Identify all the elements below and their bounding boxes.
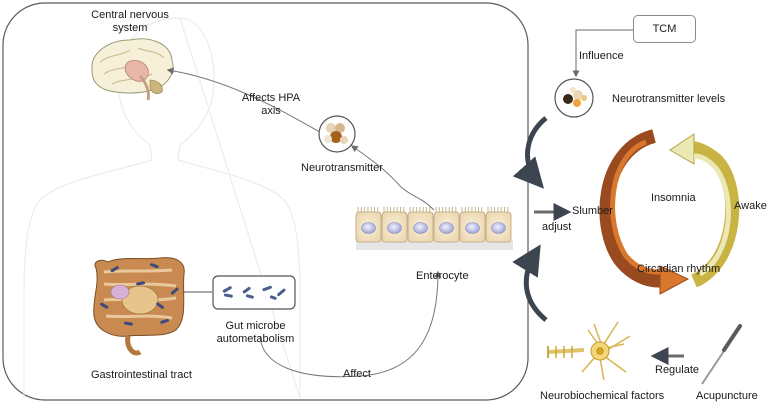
tcm-box: TCM [633,15,696,43]
label-slumber: Slumber [572,205,613,217]
label-enterocyte: Enterocyte [416,270,469,282]
enterocyte-nucleus [413,222,428,234]
label-regulate: Regulate [655,364,700,376]
cycle-arc-light [689,141,740,288]
label-neurobiochem: Neurobiochemical factors [540,390,665,402]
label-influence: Influence [579,50,624,62]
neuron-illustration [547,321,631,381]
arrow-enterocyte-to-nt [350,145,435,211]
label-gut-microbe: Gut microbe autometabolism [216,320,295,345]
enterocyte-nucleus [439,222,454,234]
enterocyte-nucleus [465,222,480,234]
nt-levels-icon [554,78,594,118]
label-affects-hpa: Affects HPA axis [241,92,301,117]
arrow-nt-to-cns [166,67,321,133]
brain-illustration [91,38,174,101]
arrow-upper-adjust [512,116,548,189]
gi-tract-illustration [93,257,185,356]
enterocyte-nucleus [387,222,402,234]
enterocyte-cells [355,207,513,250]
cycle-head-light [669,133,695,165]
label-adjust: adjust [542,221,572,233]
cycle-arc-dark [599,129,667,288]
gut-microbe-box [212,275,296,310]
label-insomnia: Insomnia [651,192,696,204]
label-cns: Central nervous system [91,9,169,34]
arrow-microbe-to-enterocyte [259,270,442,378]
label-affect: Affect [343,368,371,380]
arrow-tcm-influence [572,29,633,78]
arrow-lower-adjust [512,244,548,322]
label-acupuncture: Acupuncture [696,390,758,402]
enterocyte-nucleus [491,222,506,234]
neurotransmitter-icon [318,115,356,153]
label-neurotransmitter: Neurotransmitter [301,162,383,174]
label-awake: Awake [734,200,767,212]
label-nt-levels: Neurotransmitter levels [612,93,726,105]
enterocyte-nucleus [361,222,376,234]
cycle-head-dark [659,265,690,295]
label-gi-tract: Gastrointestinal tract [91,369,192,381]
acupuncture-needle [701,324,742,385]
label-circadian: Circadian rhythm [637,263,721,275]
circadian-cycle [599,129,740,295]
